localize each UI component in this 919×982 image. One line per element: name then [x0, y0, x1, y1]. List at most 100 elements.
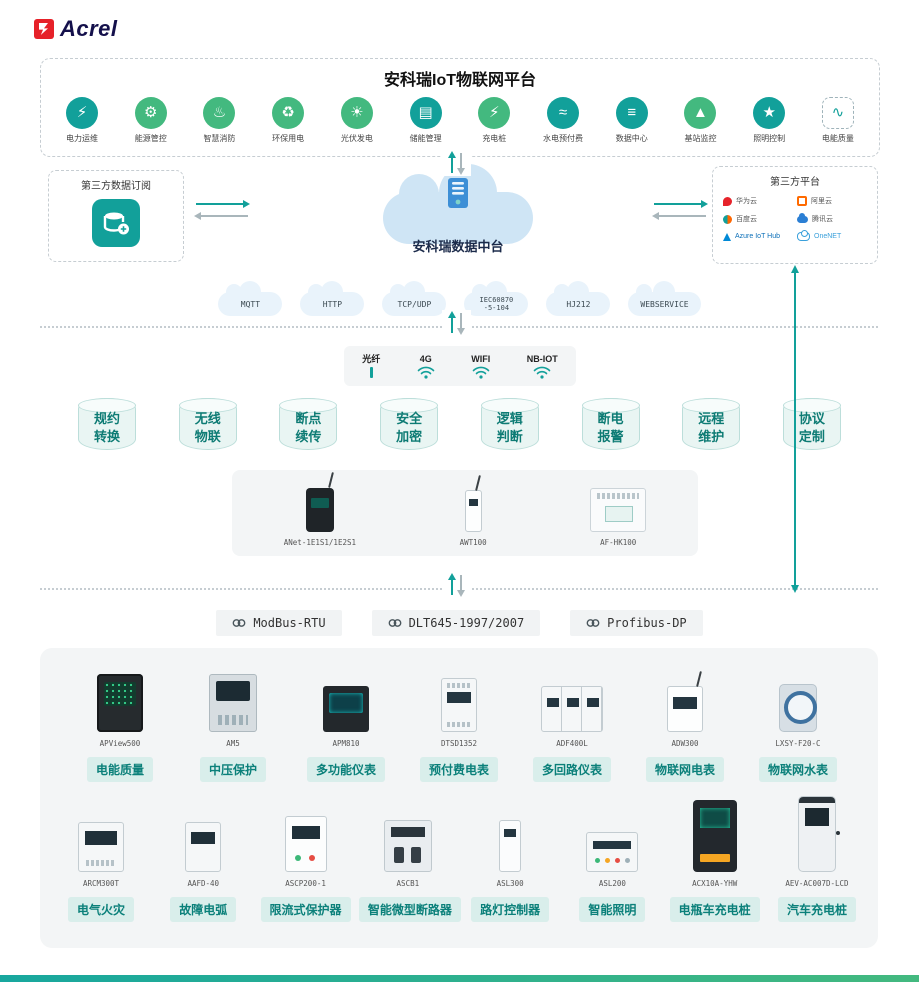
product-model: LXSY-F20-C	[775, 739, 821, 748]
product-ascp200-1: ASCP200-1 限流式保护器	[257, 808, 355, 922]
feature-line: 加密	[396, 428, 423, 444]
feature-line: 判断	[496, 428, 523, 444]
adf400l-image	[541, 686, 603, 732]
box-title: 第三方数据订阅	[81, 181, 151, 192]
power-quality-icon: ∿	[821, 97, 854, 129]
huawei-cloud-icon	[723, 196, 732, 206]
product-category-badge: 物联网电表	[645, 757, 724, 782]
app-storage: ▤ 储能管理	[397, 97, 455, 144]
feature-custom-protocol: 协议定制	[782, 398, 841, 450]
feature-encryption: 安全加密	[380, 398, 439, 450]
glyph: ▤	[418, 104, 433, 121]
glyph: ⚡	[76, 104, 88, 121]
glyph: ★	[762, 104, 776, 121]
down-arrow-icon	[457, 153, 465, 175]
platform-downlink-arrow	[791, 265, 799, 593]
protocol-clouds: MQTT HTTP TCP/UDP IEC60870 -5-104 HJ212 …	[0, 280, 919, 316]
conn-wifi: WIFI	[471, 354, 490, 379]
protocol-cloud-hj212: HJ212	[546, 281, 611, 316]
acrel-logo: Acrel	[34, 16, 118, 42]
feature-line: 远程	[698, 411, 725, 426]
storage-icon: ▤	[409, 97, 442, 129]
protocol-label: HTTP	[322, 299, 343, 309]
product-category-badge: 汽车充电桩	[777, 897, 856, 922]
database-plus-icon	[92, 199, 140, 247]
up-arrow-icon	[448, 151, 456, 173]
gateway-anet: ANet-1E1S1/1E2S1	[284, 486, 356, 547]
app-eco-power: ♻ 环保用电	[259, 97, 317, 144]
product-adf400l: ADF400L 多回路仪表	[518, 668, 626, 782]
fire-safety-icon: ♨	[203, 97, 236, 129]
awt100-device-image	[464, 490, 482, 532]
feature-line: 断点	[295, 411, 322, 426]
basestation-icon: ▲	[684, 97, 717, 129]
aev-ac007d-image	[797, 796, 840, 872]
app-power-quality: ∿ 电能质量	[809, 97, 867, 144]
feature-line: 报警	[597, 428, 624, 444]
protocol-cloud-webservice: WEBSERVICE	[628, 281, 701, 316]
glyph: ∿	[831, 104, 845, 121]
aafd40-image	[185, 822, 222, 872]
product-apview500: APView500 电能质量	[66, 668, 174, 782]
asl300-image	[499, 820, 522, 872]
app-label: 环保用电	[272, 134, 305, 143]
product-model: APView500	[99, 739, 141, 748]
app-label: 智慧消防	[203, 134, 236, 143]
acrel-logo-icon	[34, 19, 54, 39]
gateway-afhk100: AF-HK100	[590, 486, 647, 547]
app-label: 水电预付费	[543, 134, 584, 143]
charging-icon: ⚡	[478, 97, 511, 129]
database-glyph	[103, 212, 129, 235]
vendor-name: 百度云	[736, 216, 757, 223]
product-apm810: APM810 多功能仪表	[292, 668, 400, 782]
right-arrow-icon	[196, 200, 250, 208]
glyph: ⚙	[143, 104, 158, 121]
data-hub: 安科瑞数据中台	[352, 164, 564, 255]
up-down-arrows	[442, 310, 471, 336]
product-ascb1: ASCB1 智能微型断路器	[358, 808, 461, 922]
feature-protocol-conversion: 规约转换	[78, 398, 136, 450]
protocol-cloud-tcpudp: TCP/UDP	[382, 281, 447, 316]
anet-device-image	[305, 488, 334, 532]
product-arcm300t: ARCM300T 电气火灾	[52, 808, 150, 922]
vendor-azure-iot-hub: Azure IoT Hub	[723, 232, 793, 241]
product-model: ASCP200-1	[285, 879, 326, 888]
up-down-arrows	[442, 150, 471, 176]
app-label: 数据中心	[615, 134, 648, 143]
app-basestation: ▲ 基站监控	[671, 97, 729, 144]
left-arrow-icon	[652, 212, 706, 220]
right-exchange-arrows	[652, 200, 708, 220]
platform-title: 安科瑞IoT物联网平台	[384, 72, 536, 89]
devices-panel: APView500 电能质量 AM5 中压保护 APM810 多功能仪表 DTS…	[40, 648, 878, 948]
app-energy-mgmt: ⚙ 能源管控	[122, 97, 180, 144]
app-prepay: ≈ 水电预付费	[534, 97, 592, 144]
down-arrow-icon	[457, 575, 465, 597]
protocol-chip-label: Profibus-DP	[607, 616, 687, 630]
app-label: 照明控制	[753, 134, 786, 143]
devices-row-2: ARCM300T 电气火灾 AAFD-40 故障电弧 ASCP200-1 限流式…	[40, 782, 878, 922]
product-category-badge: 路灯控制器	[471, 897, 550, 922]
product-model: ADF400L	[556, 739, 588, 748]
feature-resume-transfer: 断点续传	[279, 398, 338, 450]
product-aev-ac007d: AEV-AC007D-LCD 汽车充电桩	[768, 796, 866, 922]
product-model: AAFD-40	[187, 879, 220, 888]
gateway-awt100: AWT100	[460, 486, 487, 547]
left-arrow-icon	[194, 212, 248, 220]
brand-name: Acrel	[60, 16, 118, 41]
protocol-cloud-iec60870: IEC60870 -5-104	[464, 281, 529, 316]
app-label: 储能管理	[409, 134, 442, 143]
protocol-label: WEBSERVICE	[640, 299, 689, 309]
wifi-icon	[471, 366, 490, 379]
vendor-list: 华为云 阿里云 百度云 腾讯云 Azure IoT Hub OneNET	[713, 188, 877, 241]
protocol-label-line2: -5-104	[483, 304, 510, 312]
conn-label: WIFI	[471, 353, 491, 364]
product-category-badge: 限流式保护器	[260, 897, 351, 922]
protocol-label: TCP/UDP	[397, 299, 432, 309]
eco-power-icon: ♻	[272, 97, 305, 129]
product-model: ASCB1	[396, 879, 420, 888]
energy-mgmt-icon: ⚙	[134, 97, 167, 129]
product-category-badge: 电气火灾	[67, 897, 134, 922]
product-category-badge: 电能质量	[86, 757, 153, 782]
wifi-icon	[527, 366, 558, 379]
